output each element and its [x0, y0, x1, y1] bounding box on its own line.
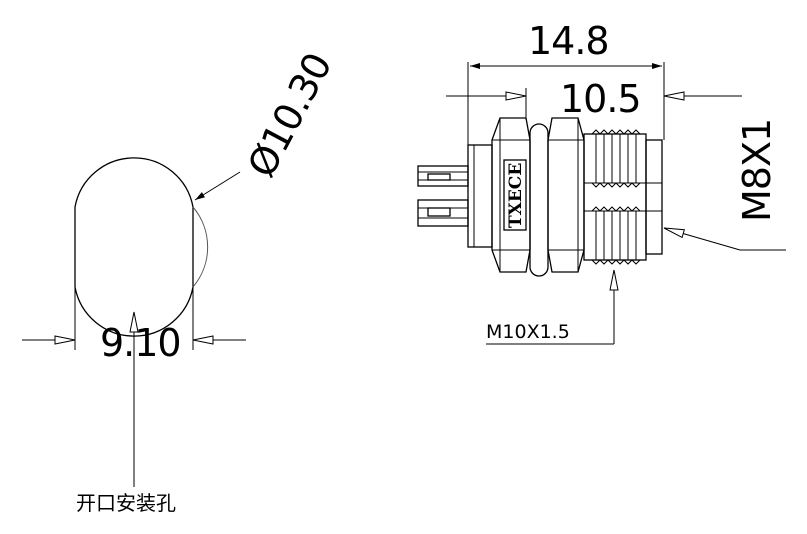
hole-caption: 开口安装孔 — [76, 491, 176, 515]
diameter-leader — [194, 171, 241, 201]
hole-diameter-label: Ø10.30 — [239, 46, 340, 184]
hex-nut: TXECE — [491, 117, 531, 273]
body-marking: TXECE — [506, 163, 526, 228]
body-length-label: 10.5 — [560, 77, 641, 121]
panel-thread-label: M10X1.5 — [486, 321, 570, 343]
mounting-hole-view: Ø10.30 9.10 开口安装孔 — [22, 46, 340, 515]
rear-pins — [417, 165, 469, 227]
rear-insulator — [467, 144, 493, 248]
washer — [529, 123, 549, 277]
overall-length-label: 14.8 — [528, 19, 609, 63]
front-thread — [583, 129, 663, 265]
front-nut — [547, 117, 585, 273]
connector-view: 14.8 10.5 TXECE — [417, 19, 786, 345]
hole-full-circle-arc — [192, 206, 209, 288]
m8-leader — [663, 227, 741, 251]
hole-width-label: 9.10 — [100, 321, 181, 365]
hole-outline — [74, 157, 194, 337]
front-thread-label: M8X1 — [735, 119, 779, 222]
